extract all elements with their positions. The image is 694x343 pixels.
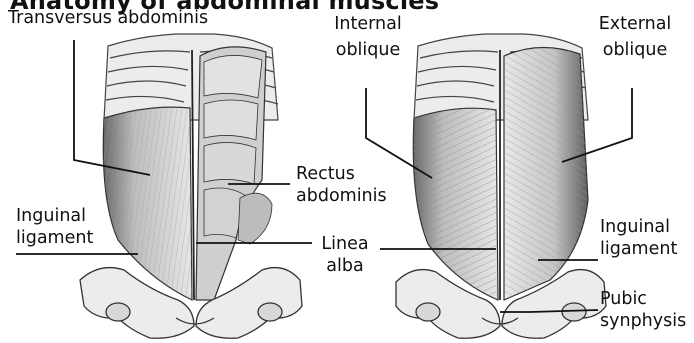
rectus-abdominis-muscle bbox=[196, 47, 272, 300]
label-line-2: synphysis bbox=[600, 311, 686, 331]
label-line-2: oblique bbox=[595, 40, 675, 60]
label-pubic-synphysis: Pubic synphysis bbox=[600, 289, 686, 331]
label-line-1: Pubic bbox=[600, 289, 686, 309]
label-linea-alba: Linea alba bbox=[314, 234, 376, 276]
label-line-2: oblique bbox=[330, 40, 406, 60]
label-rectus-abdominis: Rectus abdominis bbox=[296, 164, 387, 206]
label-external-oblique: External oblique bbox=[595, 14, 675, 60]
label-line-1: Linea bbox=[314, 234, 376, 254]
label-transversus-abdominis: Transversus abdominis bbox=[8, 8, 208, 28]
label-line-2: ligament bbox=[600, 239, 677, 259]
left-torso-figure bbox=[80, 34, 302, 338]
label-line-1: Inguinal bbox=[600, 217, 677, 237]
label-line-1: Rectus bbox=[296, 164, 387, 184]
label-line-1: Inguinal bbox=[16, 206, 93, 226]
right-torso-figure bbox=[396, 34, 606, 338]
label-line-2: alba bbox=[314, 256, 376, 276]
label-inguinal-ligament-right: Inguinal ligament bbox=[600, 217, 677, 259]
label-text: Transversus abdominis bbox=[8, 8, 208, 28]
label-line-1: Internal bbox=[330, 14, 406, 34]
label-internal-oblique: Internal oblique bbox=[330, 14, 406, 60]
label-inguinal-ligament-left: Inguinal ligament bbox=[16, 206, 93, 248]
label-line-2: abdominis bbox=[296, 186, 387, 206]
right-pelvis bbox=[396, 270, 606, 339]
label-line-2: ligament bbox=[16, 228, 93, 248]
label-line-1: External bbox=[595, 14, 675, 34]
